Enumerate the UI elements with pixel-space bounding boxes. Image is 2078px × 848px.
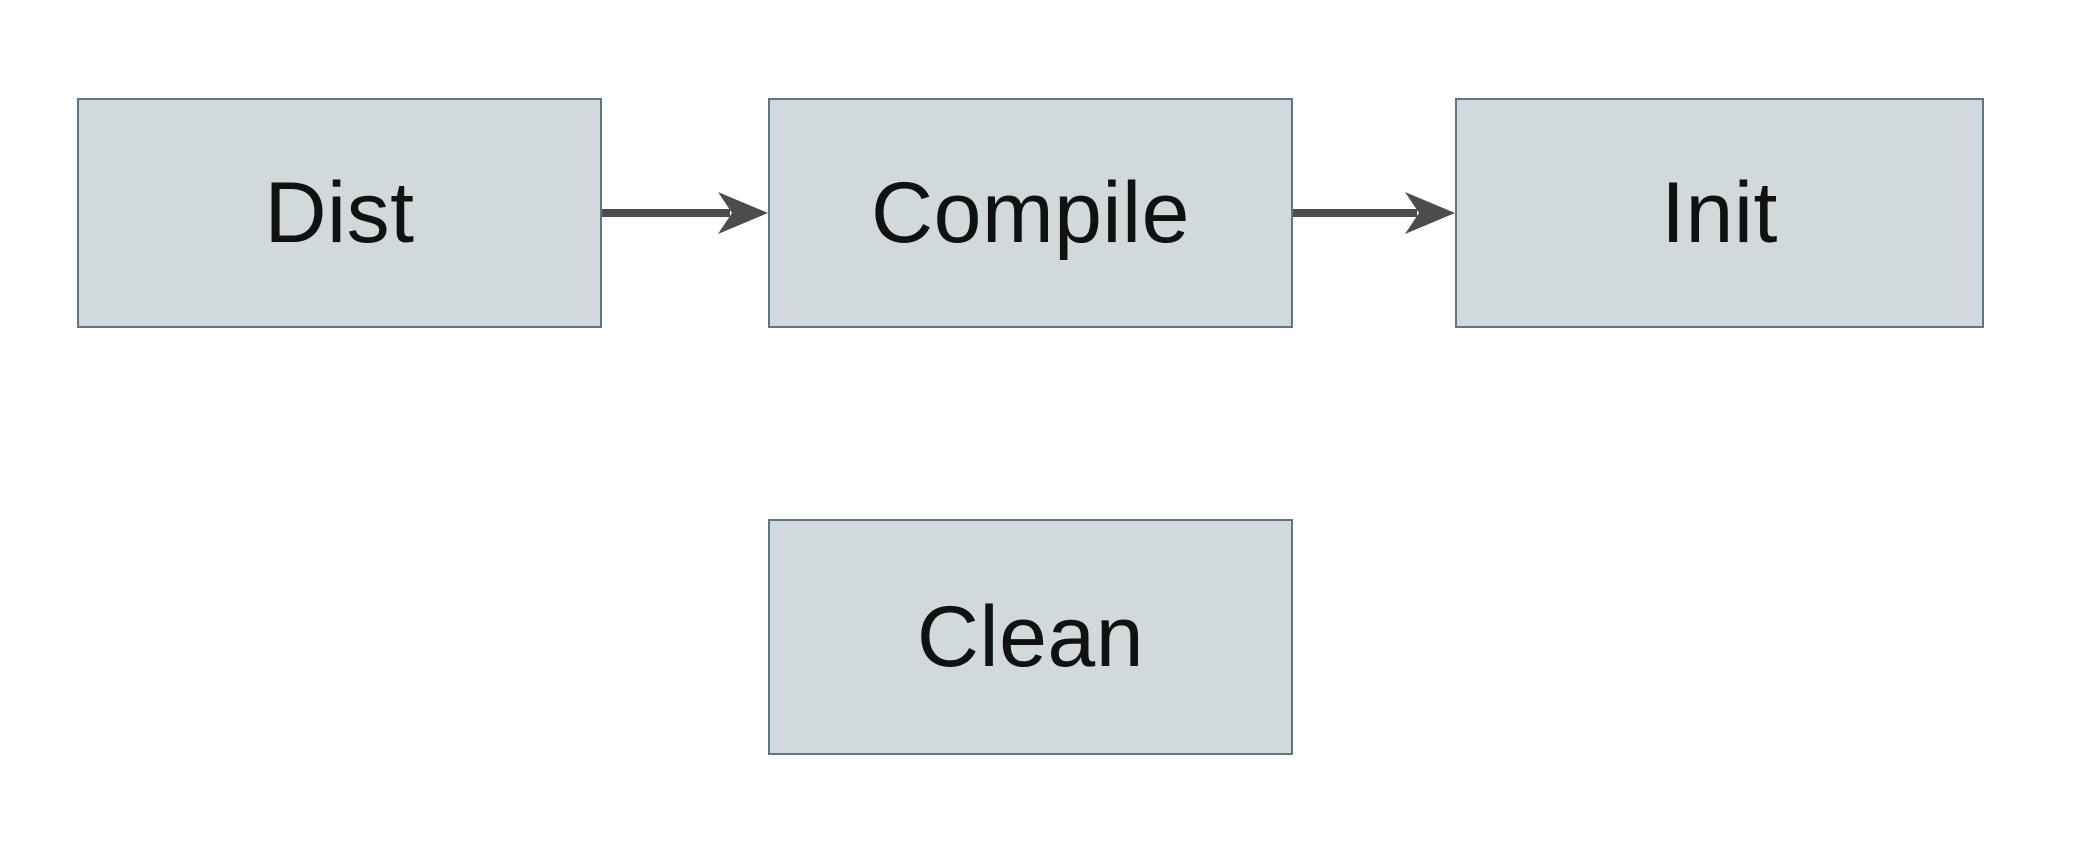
edge-compile-to-init	[1293, 192, 1455, 234]
node-init-label: Init	[1661, 165, 1778, 261]
node-init: Init	[1455, 98, 1984, 328]
node-clean-label: Clean	[916, 589, 1145, 685]
node-compile-label: Compile	[871, 165, 1190, 261]
node-dist-label: Dist	[264, 165, 415, 261]
node-compile: Compile	[768, 98, 1293, 328]
node-dist: Dist	[77, 98, 602, 328]
arrowhead-icon	[718, 192, 768, 234]
edge-dist-to-compile	[602, 192, 768, 234]
arrowhead-icon	[1405, 192, 1455, 234]
node-clean: Clean	[768, 519, 1293, 755]
